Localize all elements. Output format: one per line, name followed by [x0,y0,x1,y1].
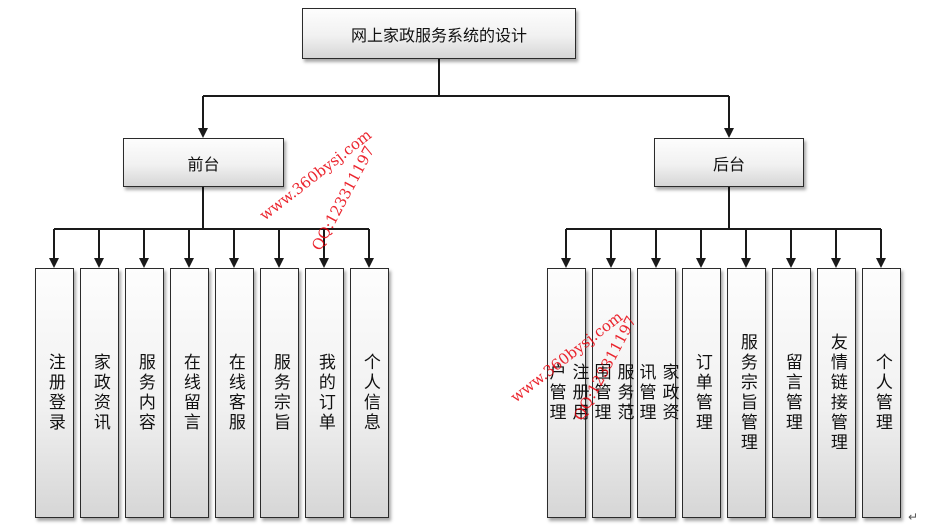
front-leaf: 服务宗旨 [260,268,299,518]
front-leaf-label: 注册登录 [44,353,65,433]
front-leaf-label: 我的订单 [314,353,335,433]
arrowhead [229,258,239,268]
front-leaf: 家政资讯 [80,268,119,518]
arrowhead [561,258,571,268]
back-leaf: 服务范 围管理 [591,268,633,518]
arrowhead [94,258,104,268]
arrowhead [319,258,329,268]
front-node-label: 前台 [187,154,220,174]
back-node: 后台 [654,138,804,187]
arrowhead [364,258,374,268]
front-leaf: 在线留言 [170,268,209,518]
front-leaf-label: 在线留言 [179,353,200,433]
back-leaf-label: 个人管理 [871,353,892,433]
arrowhead [49,258,59,268]
back-leaf: 友情链接管理 [817,268,856,518]
back-leaf-label: 留言管理 [781,353,802,433]
arrowhead [651,258,661,268]
back-leaf-label: 友情链接管理 [826,333,847,453]
back-leaf: 家政资 讯管理 [636,268,678,518]
arrowhead [696,258,706,268]
arrowhead [786,258,796,268]
back-leaf: 订单管理 [682,268,721,518]
back-leaf: 服务宗旨管理 [727,268,766,518]
arrowhead [184,258,194,268]
arrowhead [139,258,149,268]
arrowhead [274,258,284,268]
front-leaf: 在线客服 [215,268,254,518]
front-node: 前台 [123,138,284,187]
front-leaf-label: 服务内容 [134,353,155,433]
root-node-label: 网上家政服务系统的设计 [350,25,527,45]
front-leaf-label: 家政资讯 [89,353,110,433]
front-leaf: 服务内容 [125,268,164,518]
back-leaf-label: 服务范 围管理 [590,363,634,423]
arrowhead [724,128,734,138]
front-leaf: 注册登录 [35,268,74,518]
paragraph-mark: ↵ [908,510,919,524]
root-node: 网上家政服务系统的设计 [302,8,576,59]
back-leaf: 留言管理 [772,268,811,518]
back-leaf: 注册用 户管理 [546,268,588,518]
back-leaf-label: 家政资 讯管理 [635,363,679,423]
arrowhead [741,258,751,268]
back-leaf-label: 订单管理 [691,353,712,433]
arrowhead [606,258,616,268]
front-leaf-label: 服务宗旨 [269,353,290,433]
back-leaf-label: 服务宗旨管理 [736,333,757,453]
arrowhead [198,128,208,138]
back-leaf: 个人管理 [862,268,901,518]
front-leaf-label: 在线客服 [224,353,245,433]
front-leaf: 我的订单 [305,268,344,518]
back-node-label: 后台 [712,154,745,174]
back-leaf-label: 注册用 户管理 [545,363,589,423]
arrowhead [831,258,841,268]
arrowhead [876,258,886,268]
front-leaf: 个人信息 [350,268,389,518]
front-leaf-label: 个人信息 [359,353,380,433]
